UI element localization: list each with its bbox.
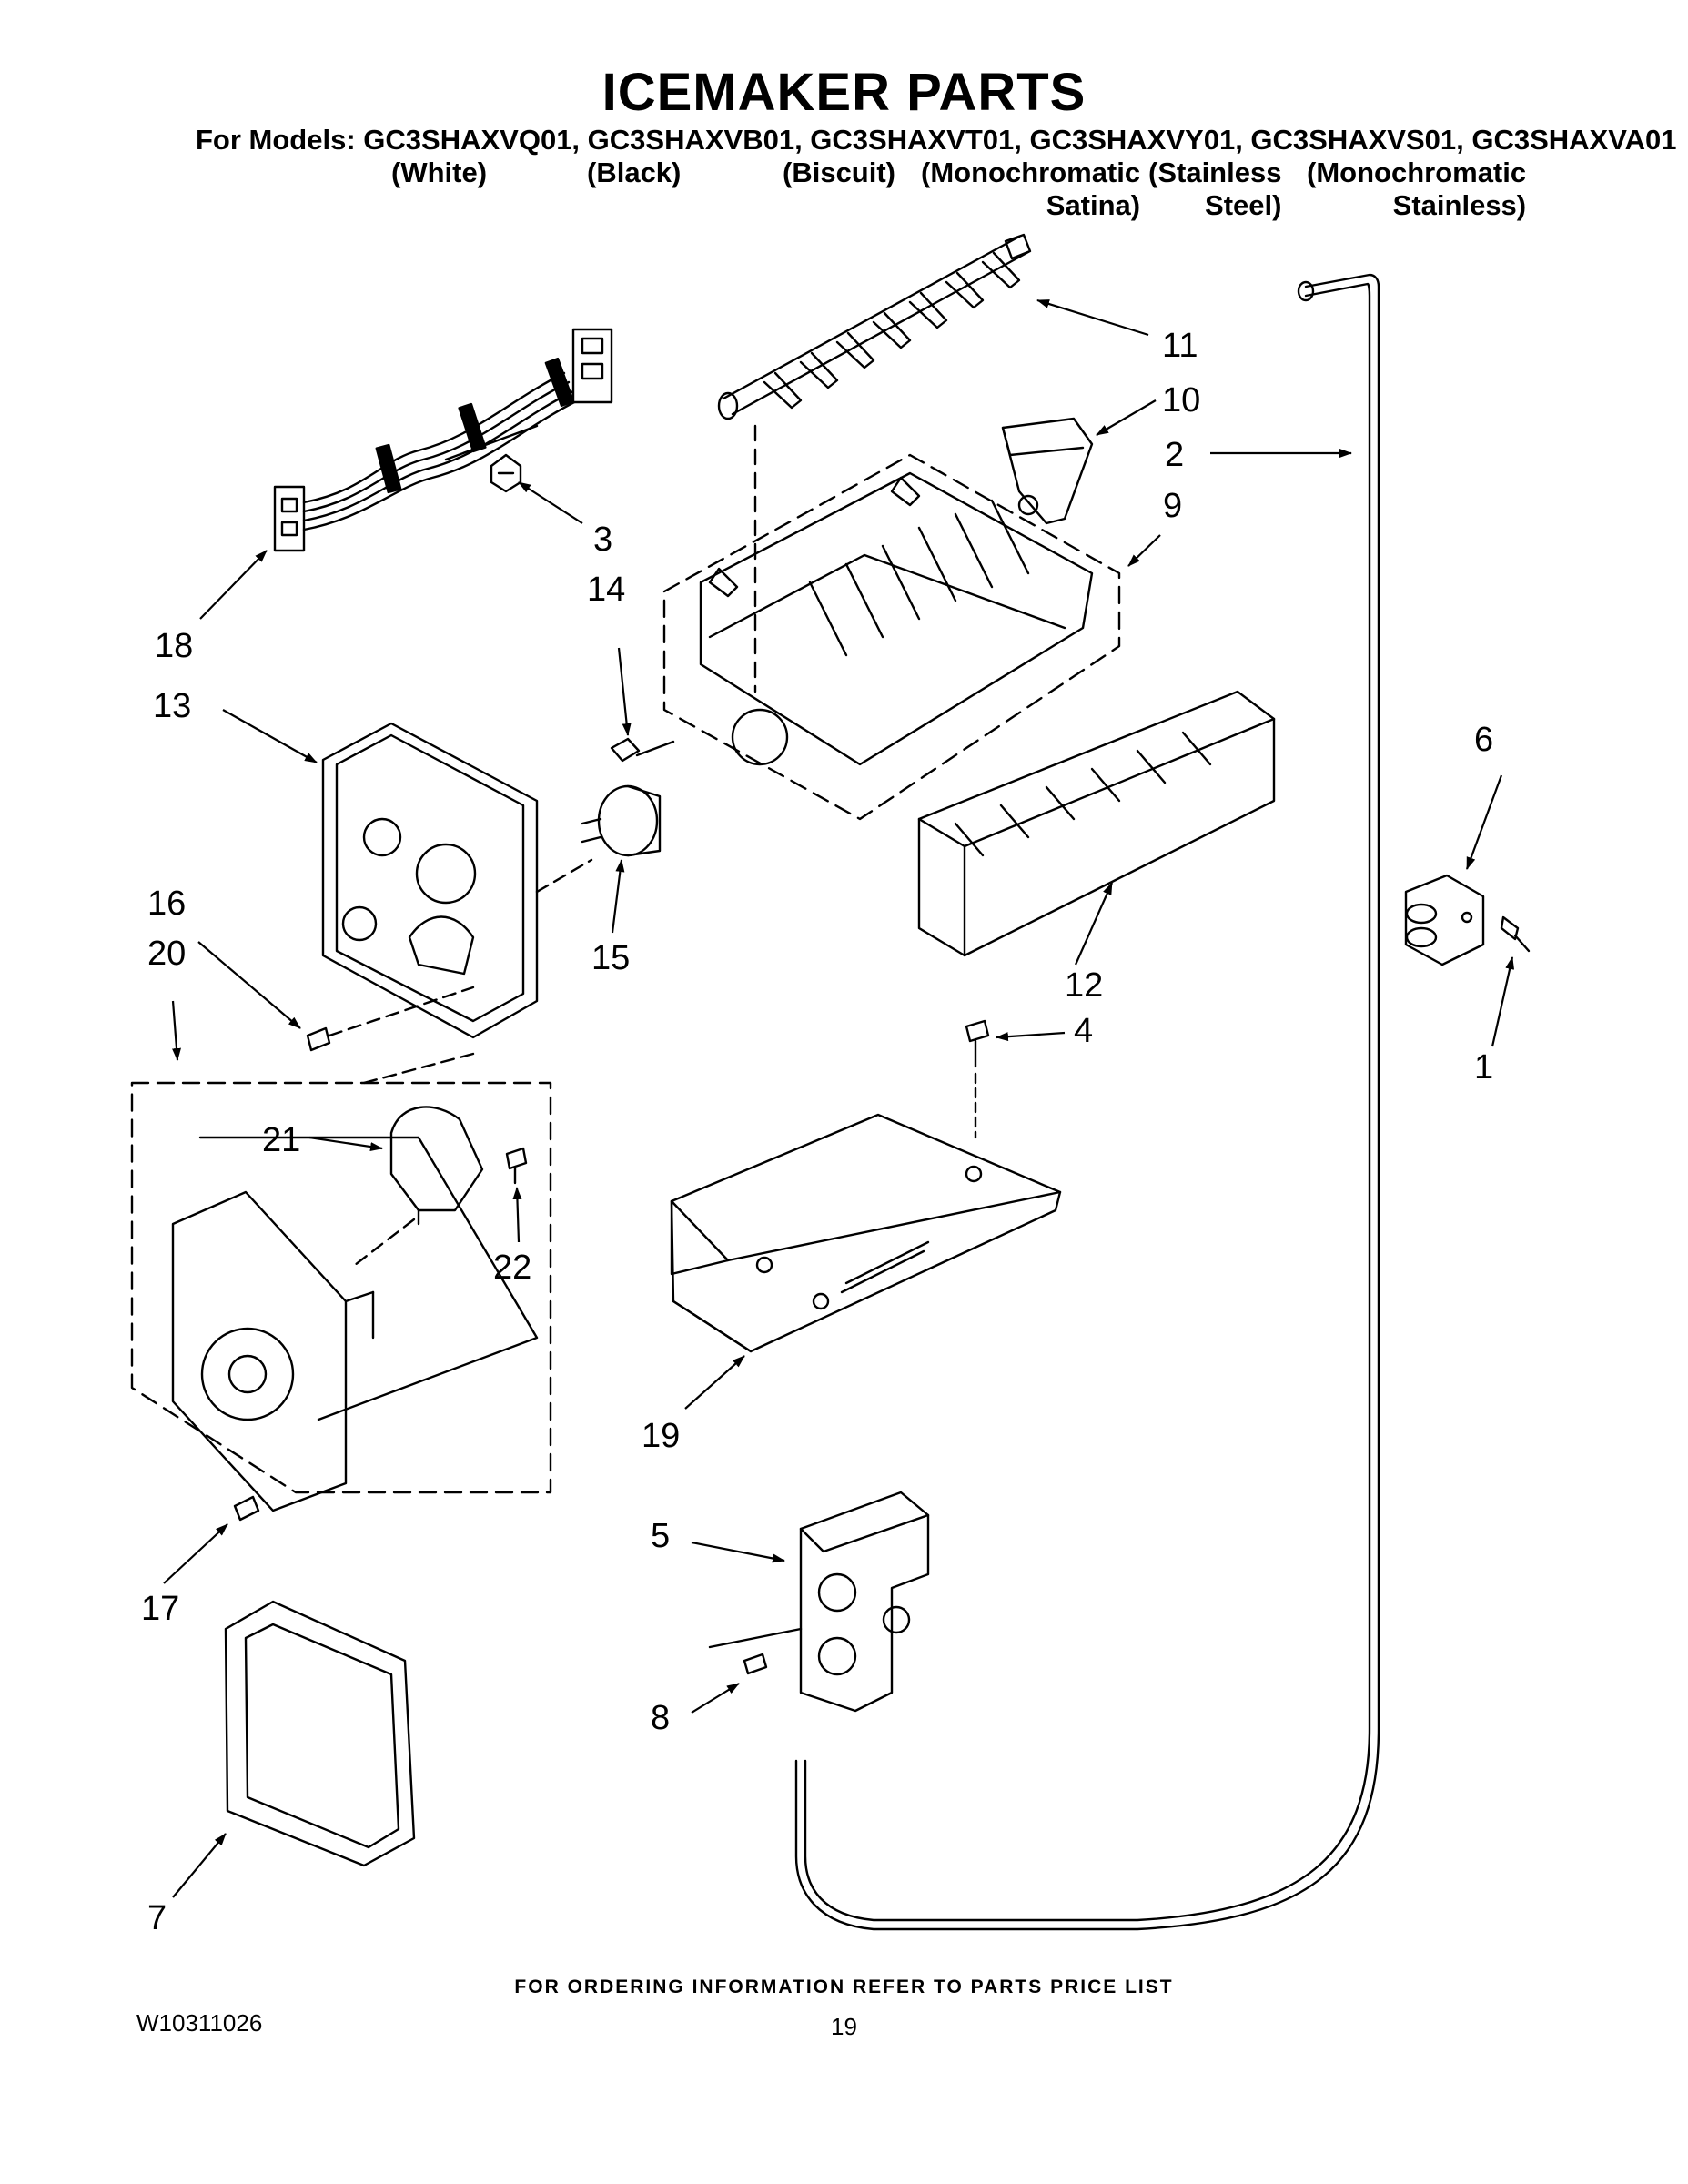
screw-4-part xyxy=(965,1019,990,1139)
variant-biscuit: (Biscuit) xyxy=(783,157,895,189)
fill-tube-part xyxy=(794,273,1380,1931)
guide-line xyxy=(362,1052,475,1085)
callout-11: 11 xyxy=(1162,327,1198,365)
screw-1-part xyxy=(1500,915,1531,953)
leader-17 xyxy=(163,1523,228,1584)
leader-8 xyxy=(691,1683,740,1714)
leader-1 xyxy=(1491,956,1515,1047)
variant-line1: (Stainless xyxy=(1148,157,1282,188)
thermostat-clip-part xyxy=(610,737,675,763)
callout-22: 22 xyxy=(493,1249,531,1287)
callout-14: 14 xyxy=(587,571,625,609)
thermostat-part xyxy=(581,784,662,857)
fill-cup-part xyxy=(1001,417,1094,525)
variant-line1: (Monochromatic xyxy=(921,157,1141,188)
variant-stainless-steel: (Stainless Steel) xyxy=(1148,157,1281,222)
leader-18 xyxy=(199,550,268,620)
callout-10: 10 xyxy=(1162,381,1200,420)
water-valve-part xyxy=(799,1491,930,1713)
screw-8-part xyxy=(708,1627,803,1675)
leader-7 xyxy=(172,1833,227,1898)
page-title: ICEMAKER PARTS xyxy=(601,63,1087,122)
leader-14 xyxy=(617,647,632,736)
leader-16 xyxy=(197,941,301,1029)
models-prefix: For Models: xyxy=(196,124,356,156)
guide-line xyxy=(353,1218,416,1267)
callout-16: 16 xyxy=(147,885,186,923)
callout-17: 17 xyxy=(141,1590,179,1628)
callout-9: 9 xyxy=(1163,487,1182,525)
leader-9 xyxy=(1127,534,1161,567)
callout-5: 5 xyxy=(651,1517,670,1555)
wire-harness-part xyxy=(273,328,613,552)
callout-20: 20 xyxy=(147,935,186,973)
leader-6 xyxy=(1465,774,1503,870)
motor-assembly-part xyxy=(130,1081,552,1512)
variant-line1: (Monochromatic xyxy=(1307,157,1527,188)
leader-11 xyxy=(1036,298,1149,337)
pad-part xyxy=(224,1600,416,1867)
leader-12 xyxy=(1074,882,1114,966)
ordering-info: FOR ORDERING INFORMATION REFER TO PARTS … xyxy=(514,1977,1174,1997)
tube-clamp-part xyxy=(1404,874,1485,966)
callout-18: 18 xyxy=(155,627,193,665)
callout-15: 15 xyxy=(591,939,630,977)
callout-7: 7 xyxy=(147,1899,167,1937)
motor-part xyxy=(389,1106,484,1226)
callout-1: 1 xyxy=(1474,1048,1493,1087)
leader-20 xyxy=(171,1000,181,1061)
callout-21: 21 xyxy=(262,1121,300,1159)
variant-line2: Satina) xyxy=(1046,189,1141,221)
leader-15 xyxy=(611,859,625,934)
variant-black: (Black) xyxy=(587,157,681,189)
leader-22 xyxy=(512,1187,522,1243)
callout-8: 8 xyxy=(651,1699,670,1737)
clip-part xyxy=(490,453,522,493)
variant-line1: (Biscuit) xyxy=(783,157,895,188)
screw-16-part xyxy=(306,986,475,1052)
leader-10 xyxy=(1096,399,1157,436)
leader-3 xyxy=(518,481,583,524)
page-number: 19 xyxy=(831,2013,857,2040)
ice-stripper-part xyxy=(917,690,1276,957)
callout-13: 13 xyxy=(153,687,191,725)
callout-2: 2 xyxy=(1165,436,1184,474)
variant-monochromatic-stainless: (Monochromatic Stainless) xyxy=(1307,157,1526,222)
mold-part xyxy=(662,453,1121,821)
variant-line1: (Black) xyxy=(587,157,682,188)
shield-part xyxy=(670,1113,1062,1353)
callout-19: 19 xyxy=(642,1417,680,1455)
screw-22-part xyxy=(505,1147,528,1185)
screw-17-part xyxy=(233,1495,260,1522)
ejector-part xyxy=(717,233,1032,420)
variant-line1: (White) xyxy=(391,157,488,188)
leader-19 xyxy=(684,1355,745,1410)
callout-4: 4 xyxy=(1074,1012,1093,1050)
callout-3: 3 xyxy=(593,521,612,559)
variant-line2: Stainless) xyxy=(1392,189,1527,221)
leader-21 xyxy=(308,1136,383,1152)
leader-4 xyxy=(996,1031,1066,1042)
models-list: GC3SHAXVQ01, GC3SHAXVB01, GC3SHAXVT01, G… xyxy=(363,124,1677,156)
document-number: W10311026 xyxy=(136,2009,263,2037)
callout-12: 12 xyxy=(1065,966,1103,1005)
variant-line2: Steel) xyxy=(1205,189,1282,221)
control-housing-part xyxy=(321,722,593,1039)
leader-5 xyxy=(691,1541,785,1563)
callout-6: 6 xyxy=(1474,721,1493,759)
leader-13 xyxy=(222,709,318,763)
variant-white: (White) xyxy=(391,157,487,189)
variant-monochromatic-satina: (Monochromatic Satina) xyxy=(921,157,1140,222)
models-line: For Models: GC3SHAXVQ01, GC3SHAXVB01, GC… xyxy=(196,124,1676,157)
